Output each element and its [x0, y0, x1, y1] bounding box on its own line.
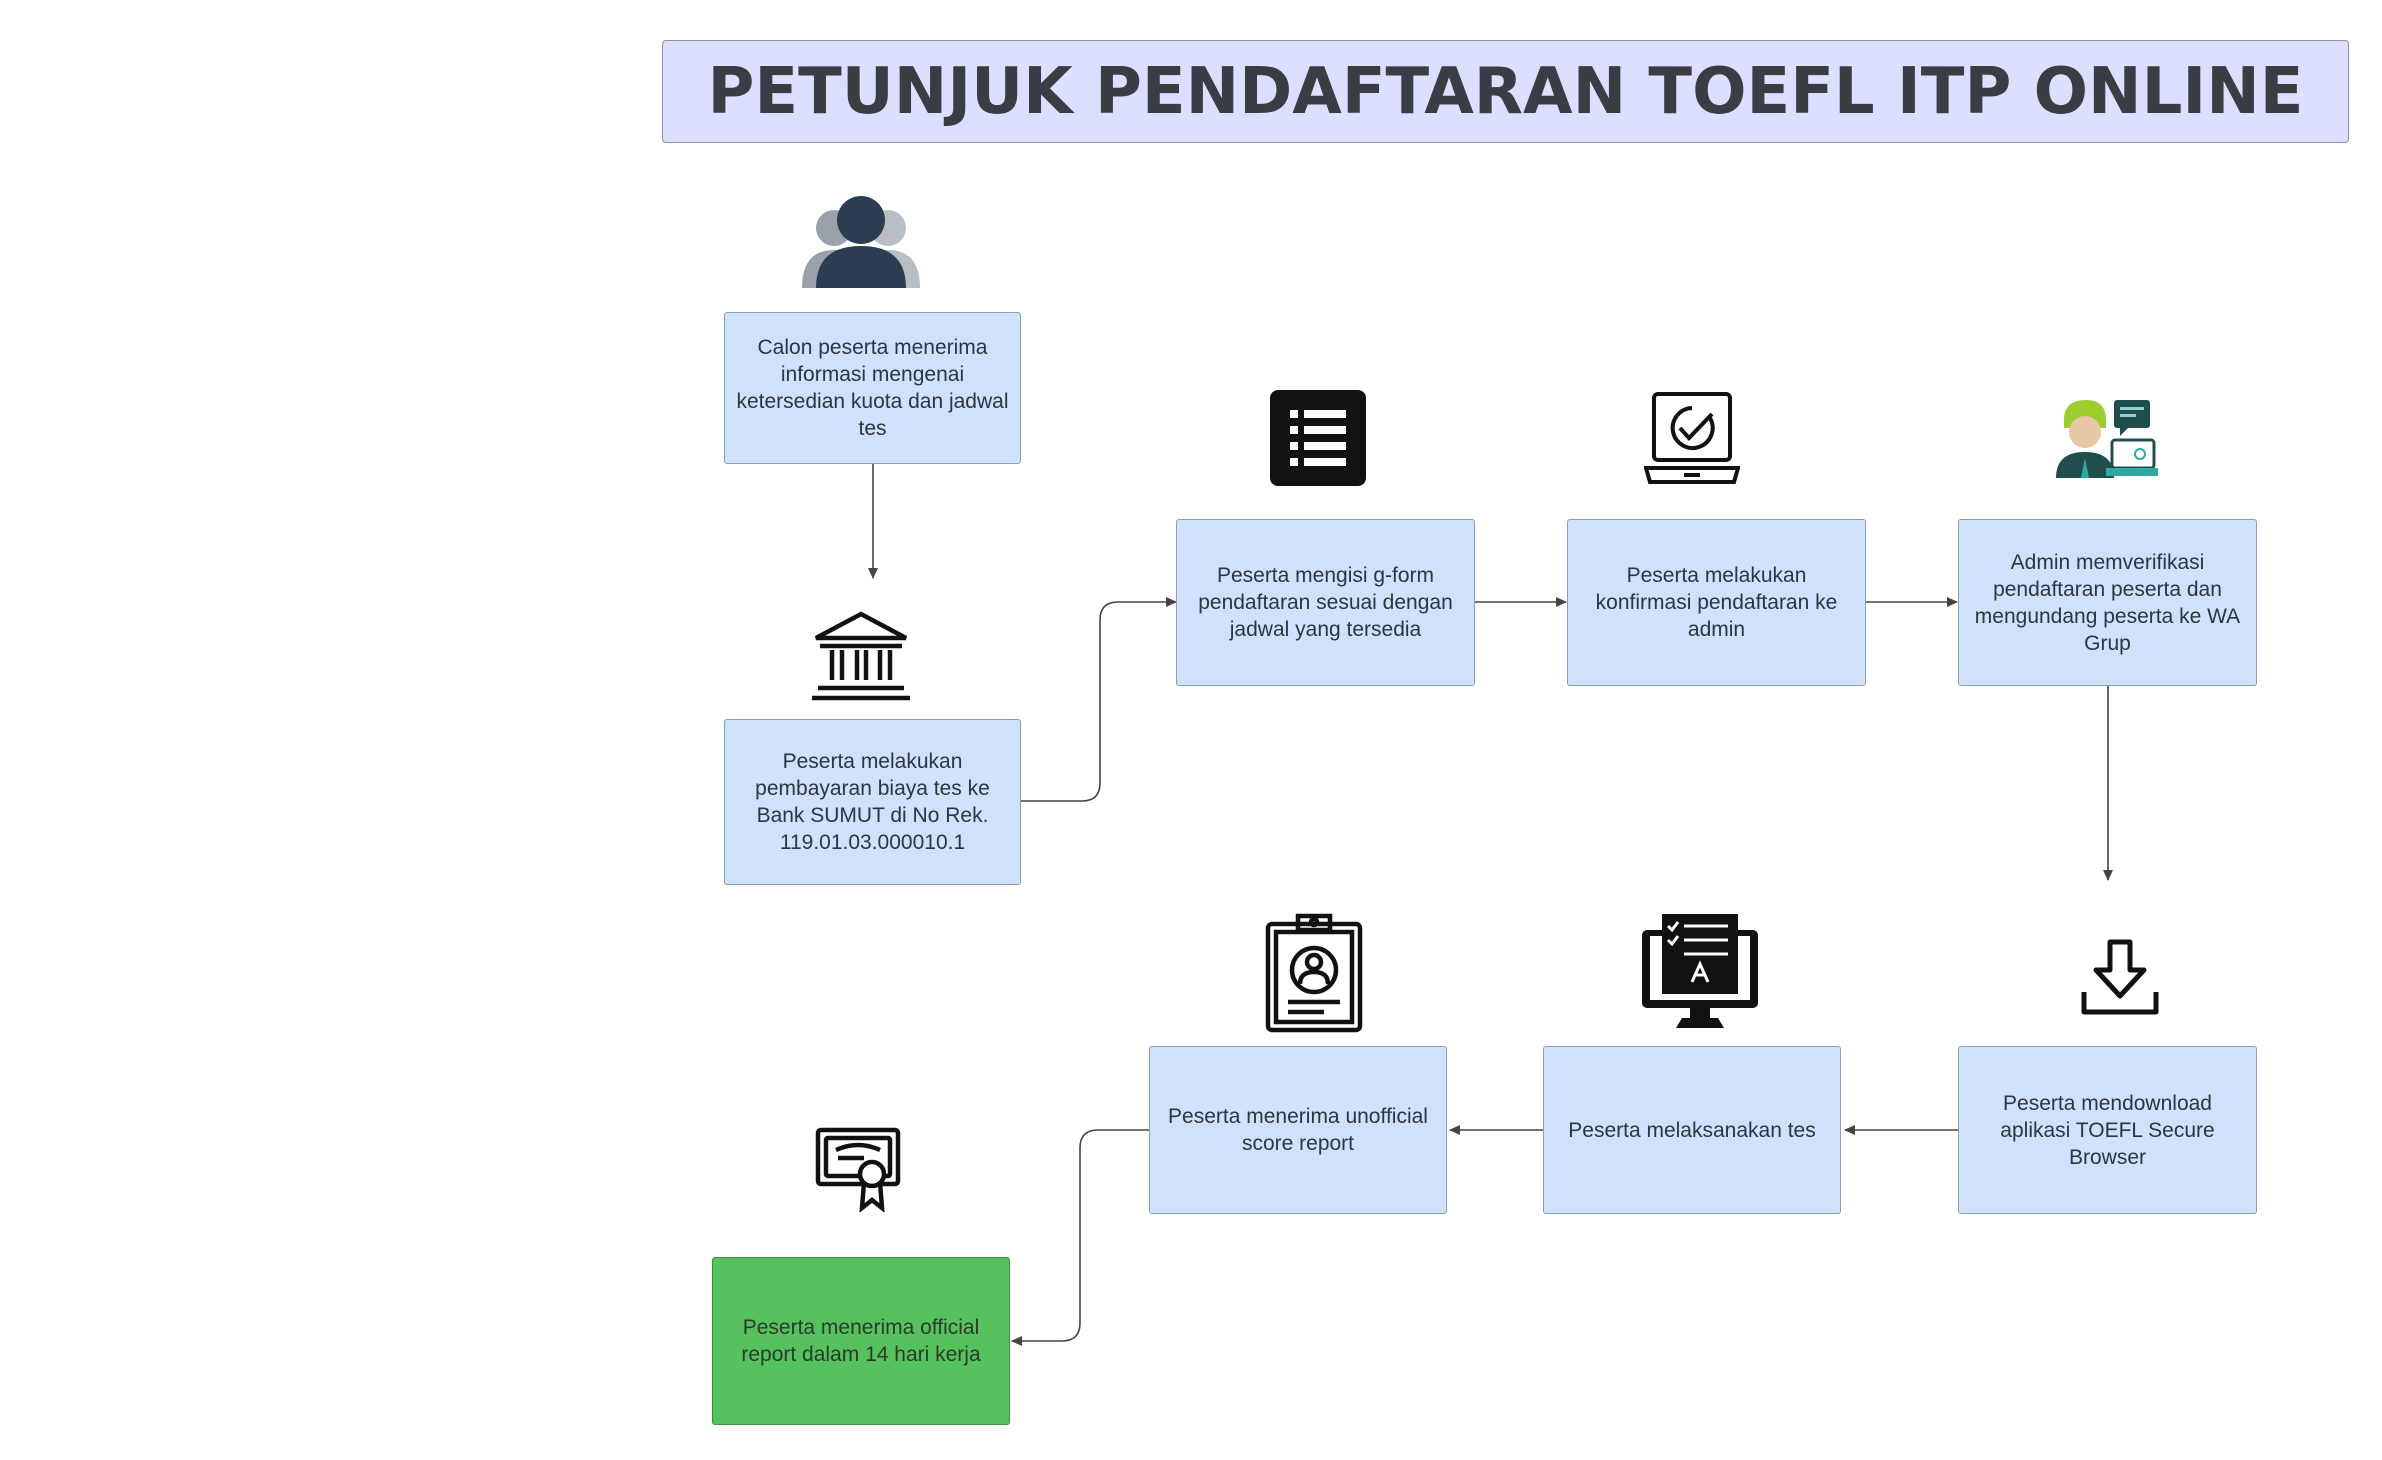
step-1-text: Calon peserta menerima informasi mengena… [736, 336, 1009, 440]
users-icon [802, 196, 920, 288]
step-3-box: Peserta mengisi g-form pendaftaran sesua… [1176, 519, 1475, 686]
connector-2-3 [1020, 597, 1177, 802]
step-8-box: Peserta menerima unofficial score report [1149, 1046, 1447, 1214]
step-9-text: Peserta menerima official report dalam 1… [741, 1316, 981, 1366]
step-4-box: Peserta melakukan konfirmasi pendaftaran… [1567, 519, 1866, 686]
page-title: PETUNJUK PENDAFTARAN TOEFL ITP ONLINE [707, 54, 2304, 129]
step-3-text: Peserta mengisi g-form pendaftaran sesua… [1198, 564, 1453, 641]
connector-8-9 [1011, 1129, 1149, 1346]
step-8-text: Peserta menerima unofficial score report [1168, 1105, 1428, 1155]
step-1-box: Calon peserta menerima informasi mengena… [724, 312, 1021, 464]
step-5-text: Admin memverifikasi pendaftaran peserta … [1974, 550, 2241, 655]
step-7-box: Peserta melaksanakan tes [1543, 1046, 1841, 1214]
laptop-check-icon [1644, 392, 1740, 484]
step-9-box: Peserta menerima official report dalam 1… [712, 1257, 1010, 1425]
step-2-box: Peserta melakukan pembayaran biaya tes k… [724, 719, 1021, 885]
clipboard-report-icon [1265, 913, 1363, 1033]
step-6-text: Peserta mendownload aplikasi TOEFL Secur… [2000, 1091, 2215, 1169]
monitor-test-icon [1642, 914, 1758, 1028]
download-icon [2081, 939, 2159, 1015]
step-6-box: Peserta mendownload aplikasi TOEFL Secur… [1958, 1046, 2257, 1214]
admin-support-icon [2056, 400, 2158, 478]
step-5-box: Admin memverifikasi pendaftaran peserta … [1958, 519, 2257, 686]
step-4-text: Peserta melakukan konfirmasi pendaftaran… [1595, 564, 1838, 641]
form-list-icon [1270, 390, 1366, 486]
title-banner: PETUNJUK PENDAFTARAN TOEFL ITP ONLINE [662, 40, 2349, 143]
certificate-icon [815, 1127, 901, 1212]
step-7-text: Peserta melaksanakan tes [1568, 1118, 1816, 1142]
bank-icon [812, 611, 910, 701]
step-2-text: Peserta melakukan pembayaran biaya tes k… [755, 750, 990, 854]
